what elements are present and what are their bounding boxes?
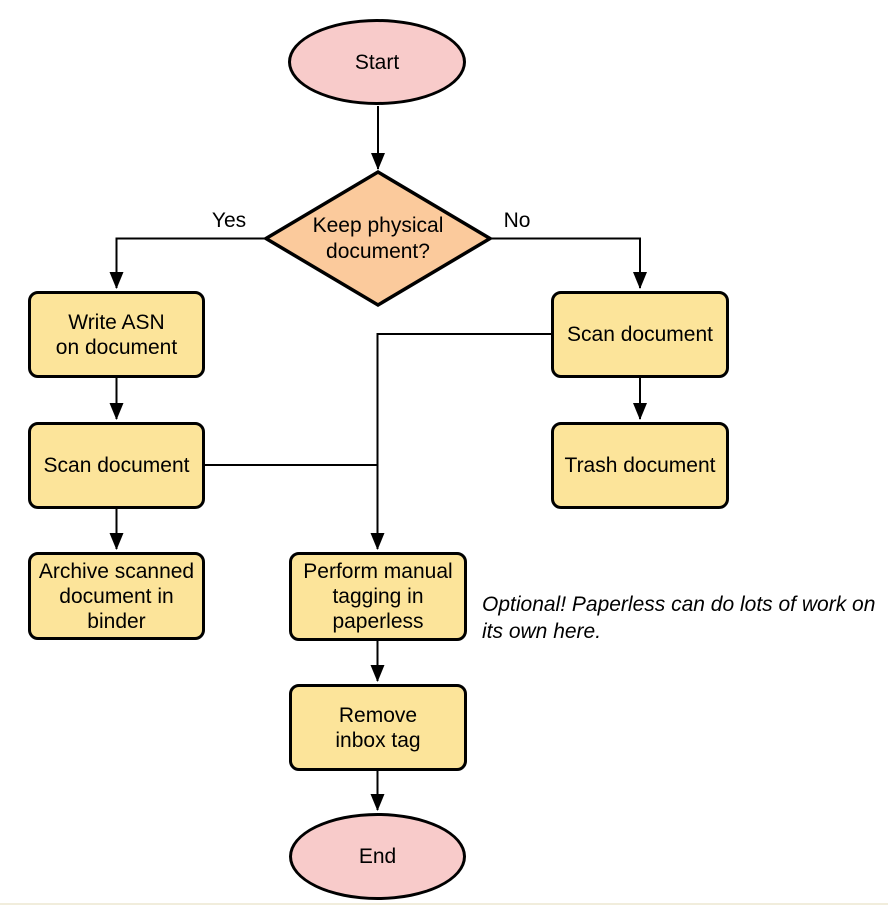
remove-inbox-tag-label: Remove inbox tag — [335, 703, 421, 752]
edge-decision-yes — [109, 237, 266, 289]
archive-node: Archive scanned document in binder — [28, 552, 205, 640]
end-label: End — [358, 845, 397, 868]
start-label: Start — [354, 50, 400, 74]
remove-inbox-tag-node: Remove inbox tag — [289, 684, 467, 771]
end-node: End — [289, 813, 466, 900]
yes-label: Yes — [211, 209, 247, 232]
write-asn-label: Write ASN on document — [55, 310, 178, 359]
optional-annotation-text: Optional! Paperless can do lots of work … — [482, 593, 876, 643]
bottom-divider — [0, 903, 888, 905]
manual-tagging-node: Perform manual tagging in paperless — [289, 552, 467, 641]
manual-tagging-label: Perform manual tagging in paperless — [303, 560, 453, 633]
trash-document-node: Trash document — [551, 422, 729, 509]
optional-annotation: Optional! Paperless can do lots of work … — [482, 591, 886, 645]
decision-diamond-shape — [262, 169, 494, 308]
scan-document-right-node: Scan document — [551, 291, 729, 378]
no-label: No — [503, 209, 531, 232]
edge-scan-right-to-tagging — [370, 333, 551, 550]
trash-document-label: Trash document — [564, 454, 716, 477]
start-node: Start — [288, 19, 466, 105]
edge-label-yes: Yes — [207, 209, 251, 232]
decision-node: Keep physical document? — [278, 203, 478, 275]
edge-label-no: No — [495, 209, 539, 232]
scan-document-left-node: Scan document — [28, 422, 205, 509]
archive-label: Archive scanned document in binder — [38, 559, 195, 633]
edge-decision-no — [490, 237, 647, 289]
decision-label: Keep physical document? — [312, 214, 444, 263]
scan-document-right-label: Scan document — [567, 323, 713, 346]
write-asn-node: Write ASN on document — [28, 291, 205, 378]
scan-document-left-label: Scan document — [43, 454, 190, 477]
